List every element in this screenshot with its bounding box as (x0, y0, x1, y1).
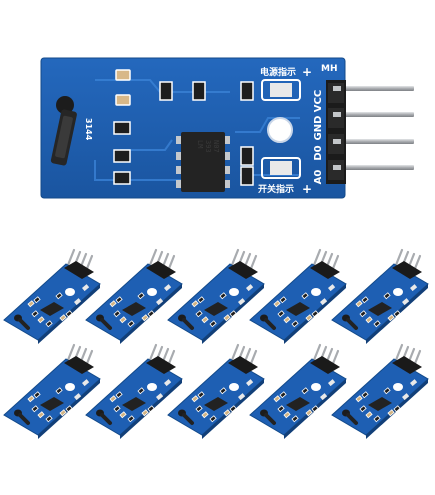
chip-marking-line-2: 393 (204, 140, 212, 153)
smd-components (113, 69, 254, 186)
power-led (261, 79, 301, 101)
small-modules-grid (3, 248, 429, 439)
small-module (167, 343, 265, 439)
small-module (249, 248, 347, 344)
hall-sensor (50, 96, 77, 166)
small-module (3, 248, 101, 344)
power-plus-sign: + (302, 65, 312, 79)
chip-marking-line-3: N07 (212, 140, 220, 153)
pin-label-vcc: VCC (313, 90, 324, 112)
small-module (167, 248, 265, 344)
switch-plus-sign: + (302, 182, 312, 196)
header-pins (330, 86, 414, 170)
small-module (249, 343, 347, 439)
switch-led (261, 157, 301, 179)
small-module (3, 343, 101, 439)
pin-label-a0: A0 (313, 170, 324, 185)
power-indicator-label: 电源指示 (260, 66, 296, 78)
small-module (331, 343, 429, 439)
small-module (85, 343, 183, 439)
small-module (331, 248, 429, 344)
pin-label-gnd: GND (313, 116, 324, 141)
small-module (85, 248, 183, 344)
switch-indicator-label: 开关指示 (258, 183, 294, 195)
pin-label-d0: D0 (313, 145, 324, 160)
header-label: MH (321, 64, 338, 74)
mounting-hole (267, 117, 293, 143)
comparator-chip: LM 393 N07 (176, 132, 230, 192)
sensor-label: 3144 (84, 118, 93, 141)
large-module: 3144 LM 393 N0 (40, 57, 414, 199)
chip-marking-line-1: LM (196, 140, 204, 148)
pin-header (326, 80, 346, 184)
